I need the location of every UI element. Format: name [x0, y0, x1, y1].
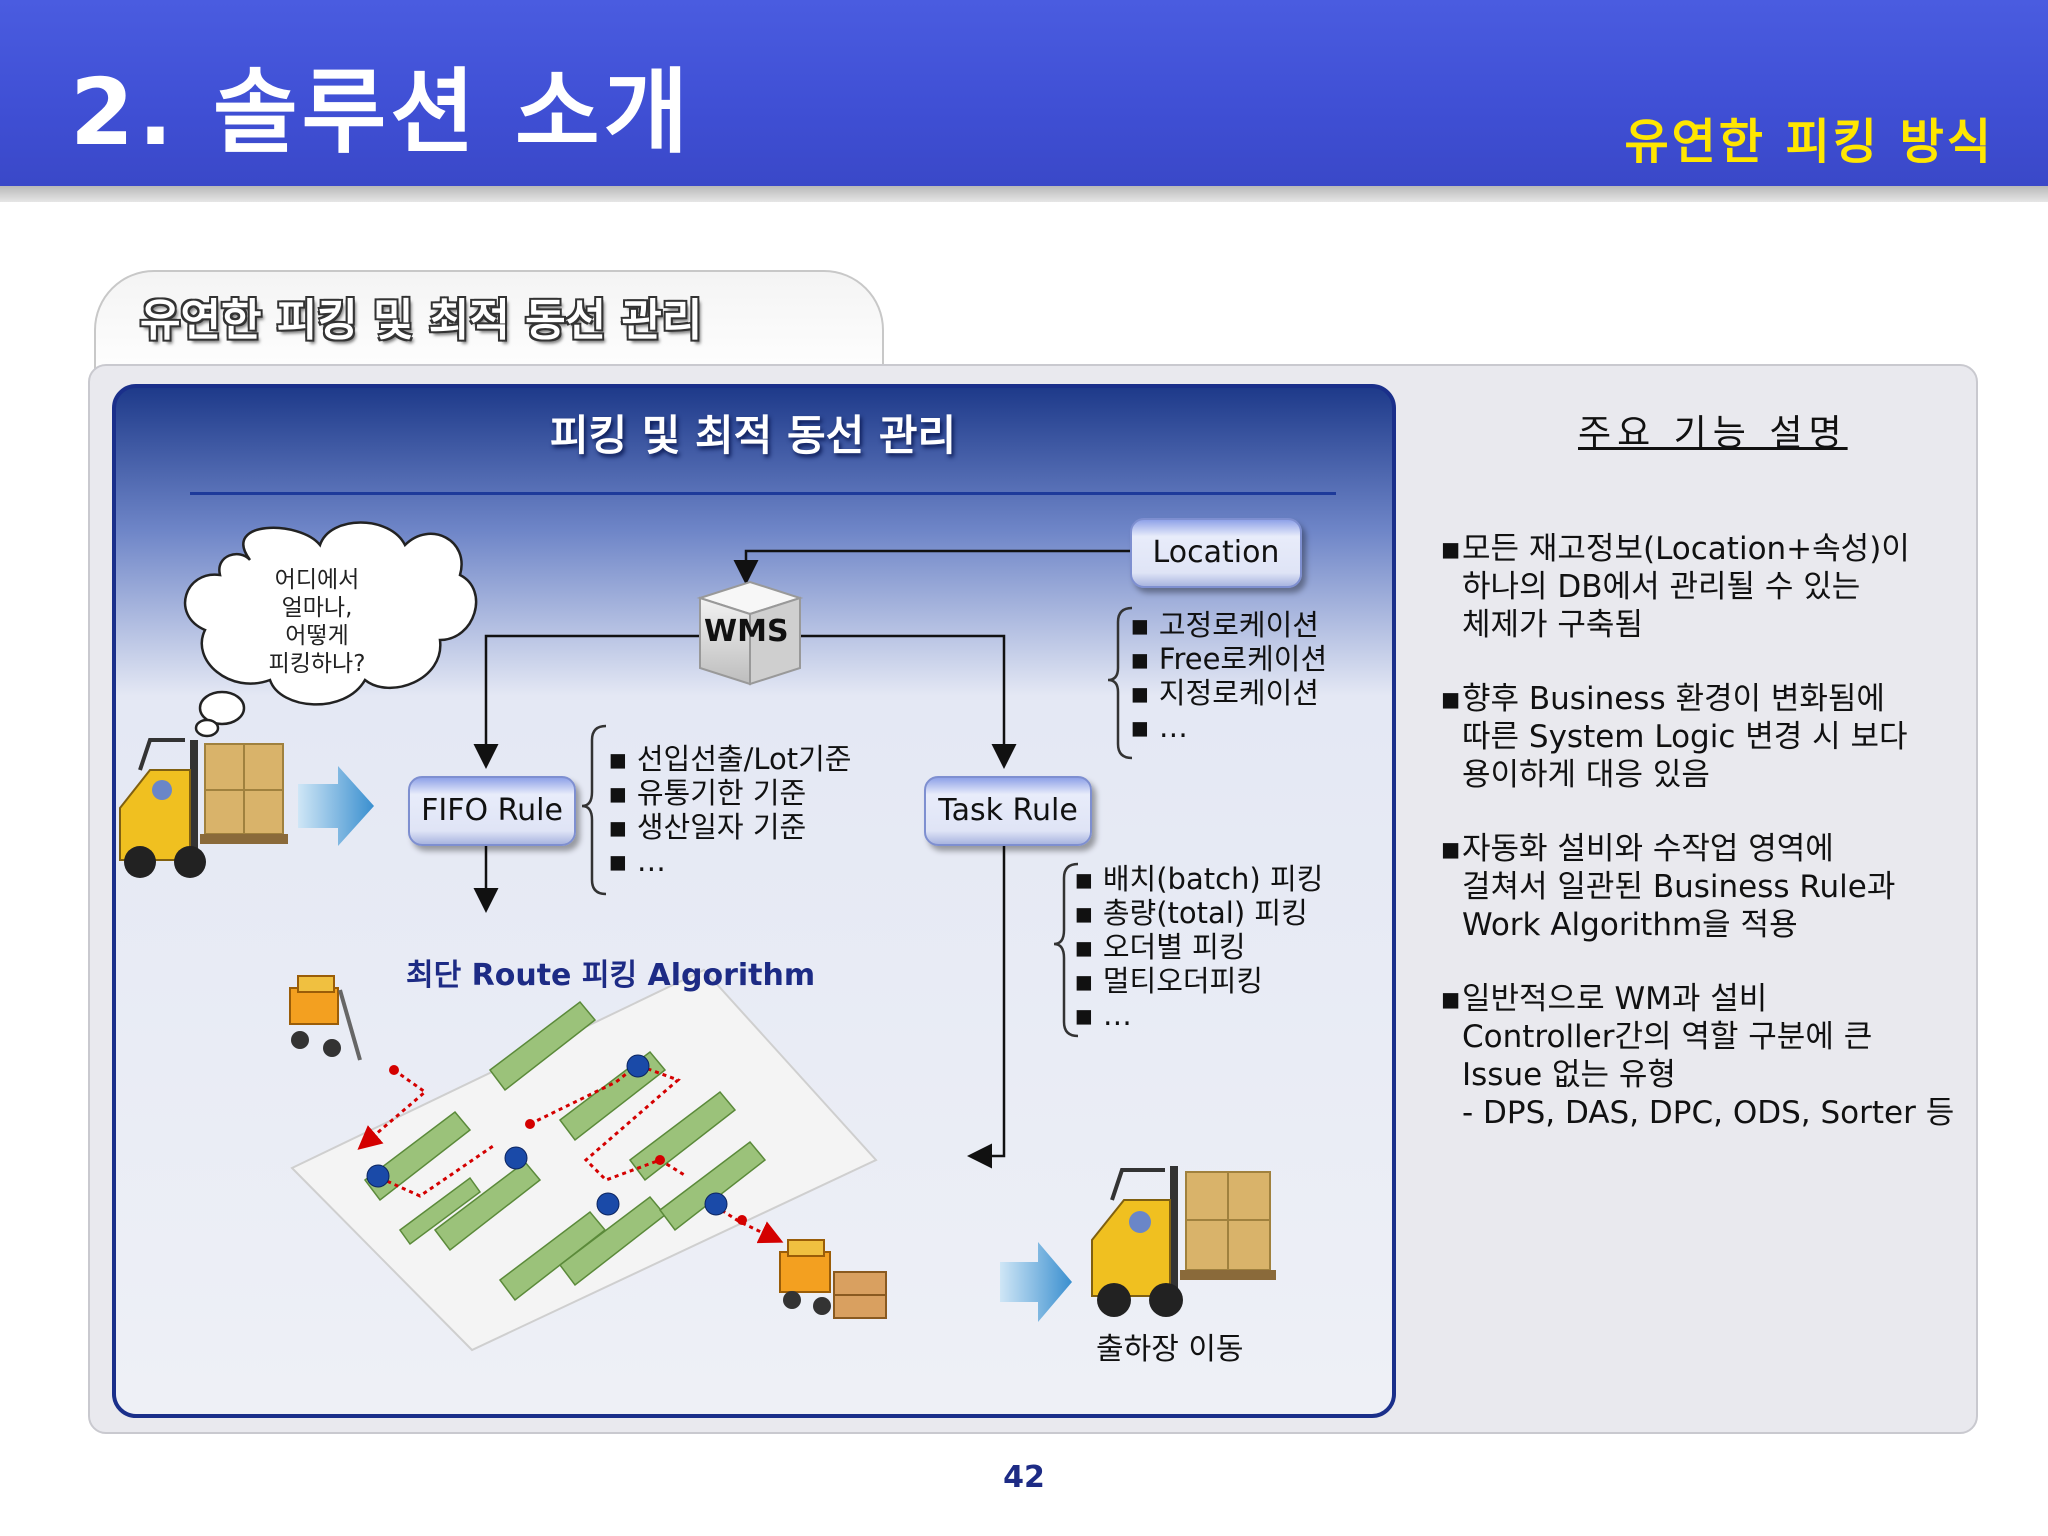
description-line: 일반적으로 WM과 설비	[1462, 981, 1768, 1017]
description-line: - DPS, DAS, DPC, ODS, Sorter 등	[1462, 1095, 1955, 1131]
description-line: Controller간의 역할 구분에 큰	[1462, 1019, 1873, 1055]
task-item-text: 총량(total) 피킹	[1102, 896, 1308, 930]
location-item-text: Free로케이션	[1158, 642, 1328, 676]
location-list-item: ▪ …	[1130, 710, 1188, 744]
small-forklift-icon	[289, 975, 362, 1061]
description-item: ▪ 자동화 설비와 수작업 영역에 걸쳐서 일관된 Business Rule과…	[1440, 830, 1982, 944]
task-rule-label: Task Rule	[938, 793, 1078, 828]
bullet-icon: ▪	[1440, 681, 1462, 717]
description-line: 하나의 DB에서 관리될 수 있는	[1462, 569, 1861, 605]
location-list-item: ▪ 고정로케이션	[1130, 608, 1319, 642]
shipping-forklift-icon	[1091, 1166, 1276, 1317]
diagram-title: 피킹 및 최적 동선 관리	[549, 411, 957, 460]
page-number: 42	[1003, 1460, 1045, 1495]
location-db: Location	[1130, 518, 1302, 588]
task-item-text: 배치(batch) 피킹	[1102, 862, 1324, 896]
task-list-item: ▪ 오더별 피킹	[1074, 930, 1246, 964]
description-line: 모든 재고정보(Location+속성)이	[1462, 531, 1910, 567]
fifo-list-item: ▪ 생산일자 기준	[608, 810, 807, 844]
fifo-list: ▪ 선입선출/Lot기준 ▪ 유통기한 기준 ▪ 생산일자 기준 ▪ …	[608, 742, 852, 878]
description-line: 용이하게 대응 있음	[1462, 757, 1710, 793]
thought-bubble-icon	[183, 521, 478, 738]
fifo-item-text: 선입선출/Lot기준	[636, 742, 852, 776]
description-line: 자동화 설비와 수작업 영역에	[1462, 831, 1834, 867]
forklift-with-pallet-icon	[119, 738, 288, 878]
slide-subtitle: 유연한 피킹 방식	[1624, 114, 1994, 170]
description-item: ▪ 향후 Business 환경이 변화됨에 따른 System Logic 변…	[1440, 680, 1982, 794]
wms-to-task-connector	[790, 634, 1017, 769]
task-to-algorithm-connector	[967, 846, 1006, 1169]
description-item: ▪ 모든 재고정보(Location+속성)이 하나의 DB에서 관리될 수 있…	[1440, 530, 1982, 644]
small-forklift-with-boxes-icon	[779, 1239, 887, 1319]
bullet-icon: ▪	[1440, 831, 1462, 867]
description-heading: 주요 기능 설명	[1578, 413, 1848, 454]
task-list-bracket	[1053, 862, 1079, 1038]
task-list-item: ▪ …	[1074, 998, 1132, 1032]
right-arrow-icon	[298, 766, 374, 846]
right-arrow-icon	[1000, 1242, 1072, 1322]
location-list: ▪ 고정로케이션 ▪ Free로케이션 ▪ 지정로케이션 ▪ …	[1130, 608, 1327, 744]
thought-bubble-line: 얼마나,	[281, 595, 353, 621]
thought-bubble-line: 어떻게	[285, 623, 349, 649]
location-item-text: …	[1158, 710, 1188, 744]
thought-bubble-line: 어디에서	[274, 567, 360, 593]
wms-server-icon	[696, 580, 804, 686]
fifo-list-item: ▪ 선입선출/Lot기준	[608, 742, 852, 776]
task-list-item: ▪ 멀티오더피킹	[1074, 964, 1263, 998]
fifo-rule-db: FIFO Rule	[408, 776, 576, 846]
location-label: Location	[1152, 535, 1280, 570]
description-line: 따른 System Logic 변경 시 보다	[1462, 719, 1908, 755]
description-line: Work Algorithm을 적용	[1462, 907, 1798, 943]
fifo-list-item: ▪ …	[608, 844, 666, 878]
fifo-list-item: ▪ 유통기한 기준	[608, 776, 807, 810]
fifo-item-text: …	[636, 844, 666, 878]
warehouse-floor-illustration	[289, 968, 887, 1352]
task-list: ▪ 배치(batch) 피킹 ▪ 총량(total) 피킹 ▪ 오더별 피킹 ▪…	[1074, 862, 1323, 1032]
thought-bubble-line: 피킹하나?	[268, 651, 366, 677]
shipping-label: 출하장 이동	[1096, 1332, 1244, 1367]
bullet-icon: ▪	[1440, 531, 1462, 567]
description-line: 걸쳐서 일관된 Business Rule과	[1462, 869, 1896, 905]
header-divider	[0, 186, 2048, 202]
fifo-rule-label: FIFO Rule	[421, 793, 563, 828]
location-list-bracket	[1107, 606, 1133, 760]
task-item-text: 오더별 피킹	[1102, 930, 1246, 964]
wms-label: WMS	[704, 614, 789, 649]
wms-to-fifo-connector	[473, 634, 700, 769]
fifo-list-bracket	[581, 724, 607, 896]
section-tab-label: 유연한 피킹 및 최적 동선 관리	[140, 295, 703, 346]
fifo-item-text: 생산일자 기준	[636, 810, 807, 844]
task-item-text: …	[1102, 998, 1132, 1032]
header-bar	[0, 0, 2048, 186]
location-list-item: ▪ Free로케이션	[1130, 642, 1328, 676]
description-line: Issue 없는 유형	[1462, 1057, 1676, 1093]
bullet-icon: ▪	[1440, 981, 1462, 1017]
description-item: ▪ 일반적으로 WM과 설비 Controller간의 역할 구분에 큰 Iss…	[1440, 980, 1982, 1132]
location-item-text: 지정로케이션	[1158, 676, 1319, 710]
slide-title: 2. 솔루션 소개	[70, 59, 693, 166]
task-list-item: ▪ 배치(batch) 피킹	[1074, 862, 1324, 896]
algorithm-title: 최단 Route 피킹 Algorithm	[406, 958, 816, 993]
description-line: 체제가 구축됨	[1462, 607, 1643, 643]
section-tab	[94, 270, 884, 382]
task-list-item: ▪ 총량(total) 피킹	[1074, 896, 1308, 930]
task-item-text: 멀티오더피킹	[1102, 964, 1263, 998]
task-rule-db: Task Rule	[924, 776, 1092, 846]
location-item-text: 고정로케이션	[1158, 608, 1319, 642]
location-to-wms-connector	[733, 549, 1130, 585]
description-line: 향후 Business 환경이 변화됨에	[1462, 681, 1885, 717]
location-list-item: ▪ 지정로케이션	[1130, 676, 1319, 710]
fifo-item-text: 유통기한 기준	[636, 776, 807, 810]
thought-bubble-text: 어디에서 얼마나, 어떻게 피킹하나?	[252, 566, 382, 678]
diagram-title-rule	[190, 492, 1336, 495]
